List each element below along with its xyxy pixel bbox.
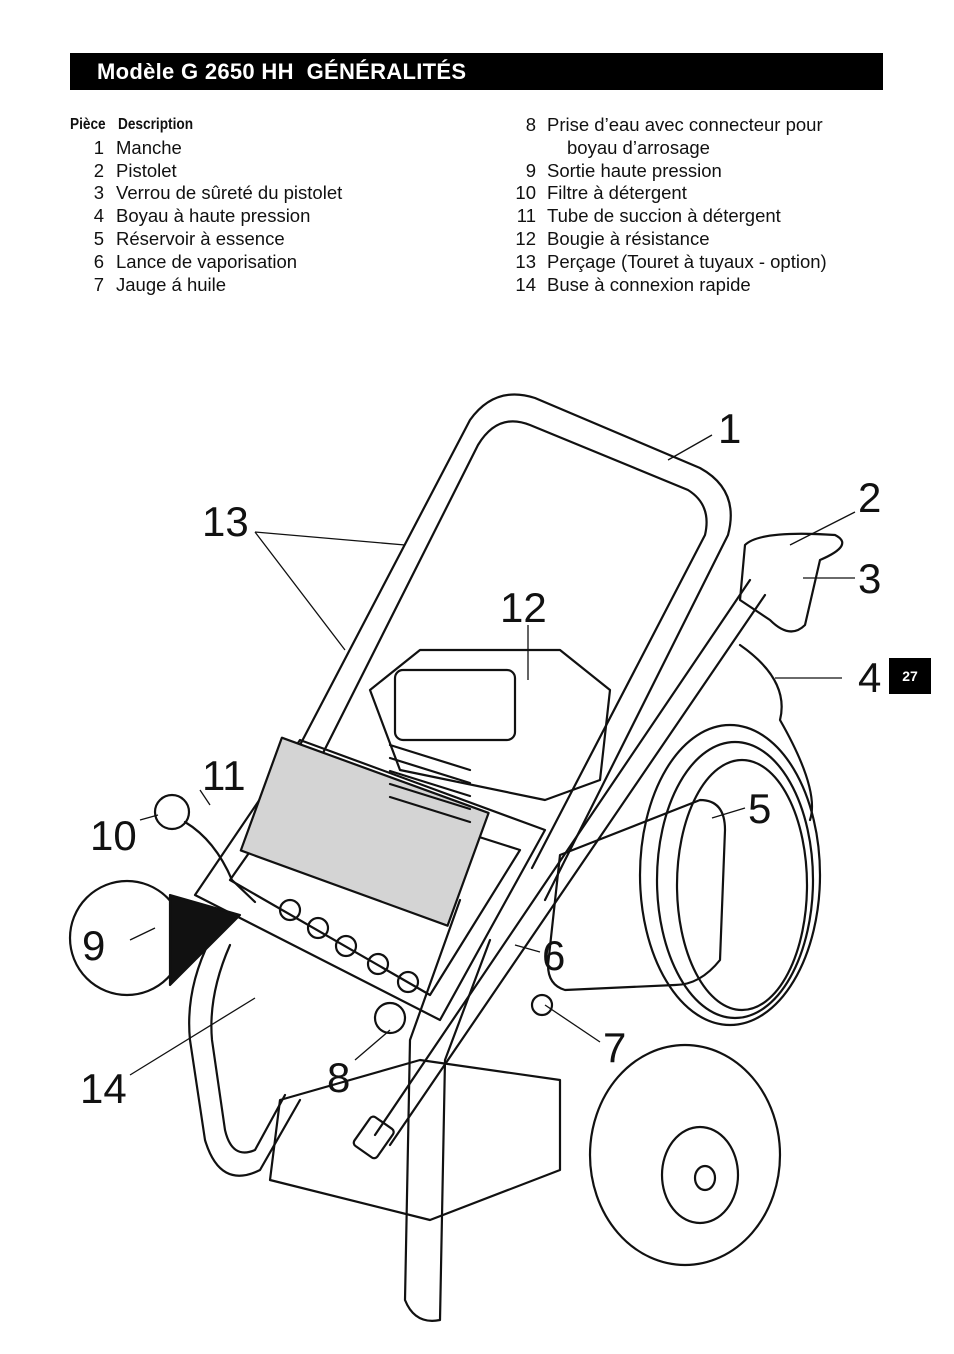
part-number: 8 bbox=[525, 114, 536, 135]
part-number: 6 bbox=[93, 250, 104, 272]
part-description: Filtre à détergent bbox=[547, 182, 687, 204]
part-description: Sortie haute pression bbox=[547, 159, 722, 181]
part-description: Verrou de sûreté du pistolet bbox=[116, 182, 343, 204]
part-number: 2 bbox=[93, 159, 104, 181]
inset-pointer bbox=[168, 893, 242, 987]
water-inlet bbox=[373, 1001, 407, 1035]
part-number: 10 bbox=[515, 182, 536, 204]
callout-4: 4 bbox=[858, 654, 881, 701]
callout-14: 14 bbox=[80, 1065, 127, 1112]
parts-list-header: Pièce Description bbox=[70, 114, 490, 137]
part-number: 13 bbox=[515, 250, 536, 272]
handle-frame bbox=[298, 393, 732, 902]
part-description: Tube de succion à détergent bbox=[547, 205, 781, 227]
callout-2: 2 bbox=[858, 474, 881, 521]
callout-11: 11 bbox=[202, 752, 246, 799]
page-title: Modèle G 2650 HH GÉNÉRALITÉS bbox=[97, 59, 467, 84]
fuel-tank bbox=[546, 798, 727, 992]
parts-list-right: 8 Prise d’eau avec connecteur pour boyau … bbox=[505, 114, 905, 296]
parts-list-left: Pièce Description 1 Manche 2 Pistolet 3 Ver… bbox=[70, 114, 490, 296]
frame-leg-left bbox=[188, 938, 302, 1177]
header-piece: Pièce bbox=[70, 116, 106, 133]
callout-10: 10 bbox=[90, 812, 137, 859]
list-item: 7 Jauge á huile bbox=[70, 274, 490, 297]
part-number: 9 bbox=[525, 159, 536, 181]
part-number: 1 bbox=[93, 136, 104, 158]
list-item: 14 Buse à connexion rapide bbox=[505, 274, 905, 297]
callout-13: 13 bbox=[202, 498, 249, 545]
frame-leg-right bbox=[403, 898, 492, 1322]
page-number-tab: 27 bbox=[889, 658, 931, 694]
wheel-rim bbox=[660, 1125, 740, 1225]
part-number: 3 bbox=[93, 182, 104, 204]
list-item: 1 Manche bbox=[70, 137, 490, 160]
oil-gauge bbox=[530, 993, 554, 1017]
part-description: Jauge á huile bbox=[116, 273, 227, 295]
callout-12: 12 bbox=[500, 584, 547, 631]
part-description: Perçage (Touret à tuyaux - option) bbox=[547, 250, 827, 272]
part-description: Buse à connexion rapide bbox=[547, 273, 751, 295]
high-pressure-hose bbox=[738, 643, 814, 822]
wheel-tire bbox=[588, 1043, 782, 1267]
list-item: 10 Filtre à détergent bbox=[505, 182, 905, 205]
list-item: 2 Pistolet bbox=[70, 160, 490, 183]
callout-1: 1 bbox=[718, 405, 741, 452]
hose-coil bbox=[638, 723, 822, 1027]
base-plate bbox=[268, 1058, 562, 1222]
part-number: 14 bbox=[515, 273, 536, 295]
wheel-hub bbox=[693, 1164, 717, 1192]
part-number: 11 bbox=[516, 205, 536, 227]
list-item: 9 Sortie haute pression bbox=[505, 160, 905, 183]
engine-cover bbox=[393, 668, 517, 742]
part-description: Lance de vaporisation bbox=[116, 250, 298, 272]
callout-3: 3 bbox=[858, 555, 881, 602]
callout-5: 5 bbox=[748, 785, 771, 832]
part-number: 5 bbox=[93, 227, 104, 249]
spray-gun bbox=[738, 532, 844, 633]
list-item: 6 Lance de vaporisation bbox=[70, 251, 490, 274]
header-description: Description bbox=[117, 116, 193, 133]
list-item-continuation: boyau d’arrosage bbox=[505, 137, 905, 160]
part-number: 4 bbox=[93, 205, 104, 227]
list-item: 11 Tube de succion à détergent bbox=[505, 205, 905, 228]
title-bar: Modèle G 2650 HH GÉNÉRALITÉS bbox=[70, 53, 883, 90]
engine-block bbox=[368, 648, 612, 802]
part-description: Prise d’eau avec connecteur pour bbox=[547, 114, 823, 135]
list-item: 5 Réservoir à essence bbox=[70, 228, 490, 251]
part-description-continued: boyau d’arrosage bbox=[567, 136, 710, 158]
pressure-washer-diagram: 1 2 3 4 5 6 7 8 9 10 11 12 13 14 bbox=[68, 393, 881, 1322]
part-description: Réservoir à essence bbox=[116, 227, 285, 249]
callout-8: 8 bbox=[327, 1054, 350, 1101]
callout-9: 9 bbox=[82, 922, 105, 969]
part-description: Pistolet bbox=[116, 159, 177, 181]
lance-nozzle bbox=[352, 1115, 395, 1160]
part-number: 12 bbox=[515, 227, 536, 249]
list-item: 3 Verrou de sûreté du pistolet bbox=[70, 182, 490, 205]
spray-lance bbox=[373, 578, 767, 1147]
part-number: 7 bbox=[93, 273, 104, 295]
part-description: Bougie à résistance bbox=[547, 227, 710, 249]
callout-7: 7 bbox=[603, 1024, 626, 1071]
engine-fins bbox=[388, 743, 472, 824]
detergent-tube bbox=[183, 820, 257, 904]
list-item: 4 Boyau à haute pression bbox=[70, 205, 490, 228]
callout-6: 6 bbox=[542, 932, 565, 979]
list-item: 13 Perçage (Touret à tuyaux - option) bbox=[505, 251, 905, 274]
list-item: 8 Prise d’eau avec connecteur pour bbox=[505, 114, 905, 137]
page-number: 27 bbox=[902, 668, 918, 684]
list-item: 12 Bougie à résistance bbox=[505, 228, 905, 251]
part-description: Boyau à haute pression bbox=[116, 205, 311, 227]
part-description: Manche bbox=[116, 136, 182, 158]
panel-decal bbox=[239, 736, 490, 927]
detergent-filter bbox=[153, 793, 191, 831]
